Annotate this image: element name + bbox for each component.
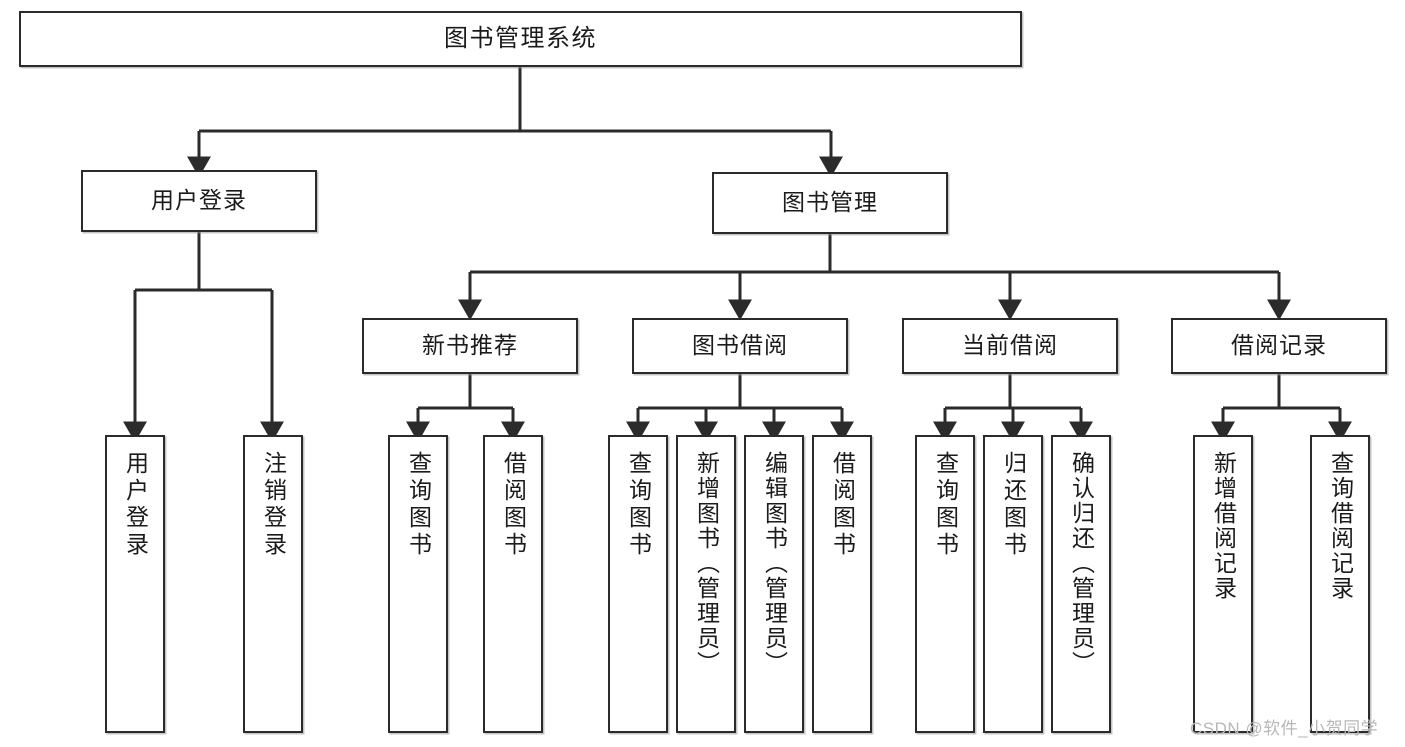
node-label: 确认归还（管理员） — [1068, 451, 1095, 676]
node-label: 图书管理 — [782, 189, 878, 216]
leaf-book-borrow-add-admin[interactable]: 新增图书（管理员） — [676, 435, 736, 733]
leaf-new-book-query[interactable]: 查询图书 — [388, 435, 448, 733]
node-user-login[interactable]: 用户登录 — [81, 170, 317, 232]
leaf-borrow-record-query[interactable]: 查询借阅记录 — [1310, 435, 1370, 733]
node-label: 新书推荐 — [422, 332, 518, 359]
node-label: 编辑图书（管理员） — [761, 451, 788, 676]
node-label: 借阅图书 — [829, 451, 856, 559]
node-label: 新增图书（管理员） — [693, 451, 720, 676]
node-label: 用户登录 — [122, 451, 149, 559]
leaf-user-login-login[interactable]: 用户登录 — [105, 435, 165, 733]
leaf-book-borrow-edit-admin[interactable]: 编辑图书（管理员） — [744, 435, 804, 733]
node-root-book-management-system[interactable]: 图书管理系统 — [19, 11, 1022, 67]
node-label: 查询借阅记录 — [1327, 451, 1354, 601]
node-label: 查询图书 — [625, 451, 652, 559]
node-label: 借阅图书 — [500, 451, 527, 559]
node-label: 归还图书 — [1000, 451, 1027, 559]
node-label: 借阅记录 — [1231, 332, 1327, 359]
node-new-book-recommend[interactable]: 新书推荐 — [362, 318, 578, 374]
leaf-current-borrow-query[interactable]: 查询图书 — [915, 435, 975, 733]
leaf-new-book-borrow[interactable]: 借阅图书 — [483, 435, 543, 733]
node-book-management[interactable]: 图书管理 — [712, 172, 948, 234]
leaf-current-borrow-return[interactable]: 归还图书 — [983, 435, 1043, 733]
node-label: 查询图书 — [932, 451, 959, 559]
node-label: 图书借阅 — [692, 332, 788, 359]
node-label: 查询图书 — [405, 451, 432, 559]
leaf-book-borrow-borrow[interactable]: 借阅图书 — [812, 435, 872, 733]
leaf-current-borrow-confirm-return-admin[interactable]: 确认归还（管理员） — [1051, 435, 1111, 733]
node-label: 新增借阅记录 — [1210, 451, 1237, 601]
node-borrow-record[interactable]: 借阅记录 — [1171, 318, 1387, 374]
leaf-borrow-record-add[interactable]: 新增借阅记录 — [1193, 435, 1253, 733]
node-label: 用户登录 — [151, 187, 247, 214]
node-label: 当前借阅 — [962, 332, 1058, 359]
leaf-user-login-logout[interactable]: 注销登录 — [243, 435, 303, 733]
node-label: 注销登录 — [260, 451, 287, 559]
watermark: CSDN @软件_小贺同学 — [1190, 719, 1379, 738]
leaf-book-borrow-query[interactable]: 查询图书 — [608, 435, 668, 733]
node-label: 图书管理系统 — [444, 24, 597, 52]
node-current-borrow[interactable]: 当前借阅 — [902, 318, 1118, 374]
node-book-borrow[interactable]: 图书借阅 — [632, 318, 848, 374]
